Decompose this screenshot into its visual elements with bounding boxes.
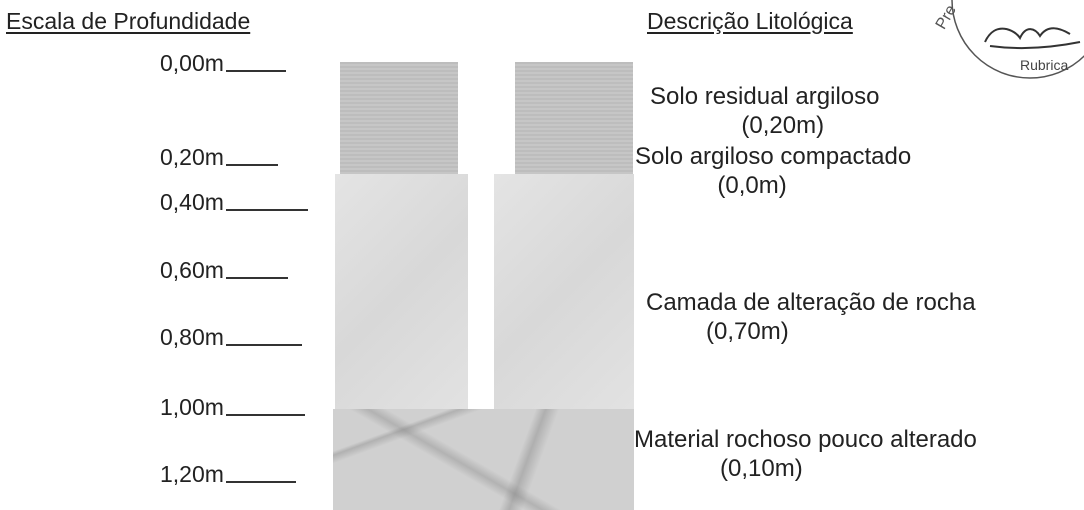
depth-tick-label: 0,60m bbox=[160, 257, 224, 283]
layer-description: Material rochoso pouco alterado (0,10m) bbox=[634, 425, 977, 483]
tick-line bbox=[225, 209, 308, 211]
stamp-partial-text: Pre bbox=[933, 2, 960, 32]
layer-name: Solo argiloso compactado bbox=[635, 143, 912, 170]
depth-tick-label: 0,40m bbox=[160, 189, 224, 215]
depth-tick: 0,40m bbox=[160, 189, 308, 216]
depth-tick-label: 0,00m bbox=[160, 50, 224, 76]
tick-line bbox=[225, 481, 296, 483]
tick-line bbox=[225, 164, 278, 166]
tick-line bbox=[225, 277, 288, 279]
depth-tick: 0,60m bbox=[160, 257, 288, 284]
depth-tick-label: 0,20m bbox=[160, 144, 224, 170]
layer-description: Solo argiloso compactado (0,0m) bbox=[635, 142, 911, 200]
depth-tick: 1,00m bbox=[160, 394, 305, 421]
layer-thickness: (0,0m) bbox=[717, 172, 787, 199]
lithology-heading: Descrição Litológica bbox=[647, 8, 853, 34]
layer-description: Camada de alteração de rocha (0,70m) bbox=[646, 288, 976, 346]
layer-thickness: (0,20m) bbox=[741, 112, 825, 139]
residual-soil-left bbox=[340, 62, 458, 174]
depth-tick: 0,80m bbox=[160, 324, 302, 351]
rubric-stamp: Pre Rubrica bbox=[933, 0, 1084, 79]
weathered-rock-left bbox=[335, 174, 468, 409]
tick-line bbox=[225, 414, 305, 416]
tick-line bbox=[225, 70, 286, 72]
rock-layer bbox=[333, 409, 634, 510]
depth-tick: 0,00m bbox=[160, 50, 286, 77]
depth-tick: 1,20m bbox=[160, 461, 296, 488]
layer-name: Material rochoso pouco alterado bbox=[634, 426, 977, 453]
depth-tick-label: 0,80m bbox=[160, 324, 224, 350]
depth-tick-label: 1,00m bbox=[160, 394, 224, 420]
residual-soil-right bbox=[515, 62, 633, 174]
layer-name: Solo residual argiloso bbox=[650, 83, 880, 110]
layer-name: Camada de alteração de rocha bbox=[646, 289, 976, 316]
depth-tick: 0,20m bbox=[160, 144, 278, 171]
signature-icon bbox=[984, 27, 1081, 50]
weathered-rock-right bbox=[494, 174, 634, 409]
layer-description: Solo residual argiloso (0,20m) bbox=[650, 82, 879, 140]
depth-scale-heading: Escala de Profundidade bbox=[6, 8, 251, 34]
stamp-label: Rubrica bbox=[1020, 57, 1068, 73]
layer-thickness: (0,10m) bbox=[720, 455, 803, 482]
layer-thickness: (0,70m) bbox=[706, 318, 789, 345]
depth-tick-label: 1,20m bbox=[160, 461, 224, 487]
tick-line bbox=[225, 344, 302, 346]
